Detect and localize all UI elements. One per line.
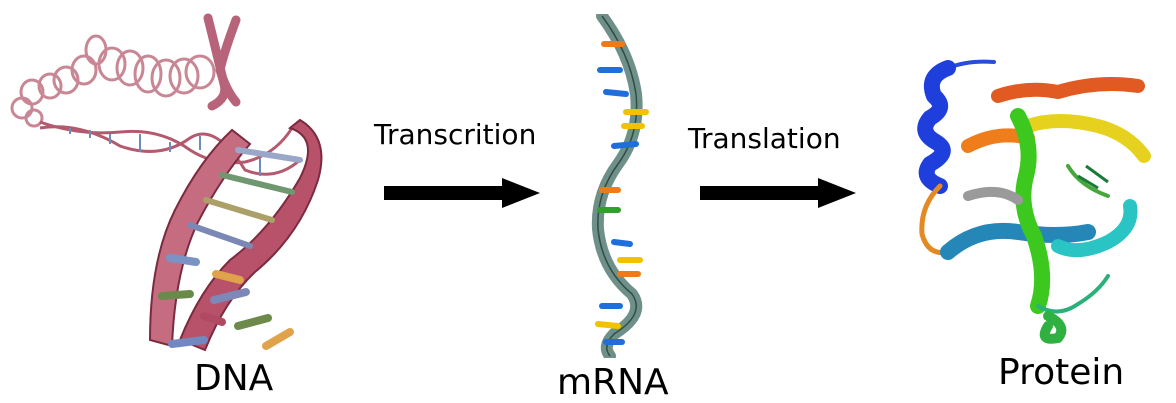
dna-double-helix-icon [10, 13, 323, 352]
mrna-strand-icon [591, 14, 649, 358]
mrna-label: mRNA [557, 362, 669, 403]
translation-label: Translation [688, 122, 841, 155]
protein-label: Protein [998, 352, 1125, 393]
right-arrow-icon [700, 178, 856, 208]
transcription-label: Transcrition [374, 118, 537, 151]
dna-label: DNA [194, 358, 274, 399]
protein-ribbon-icon [917, 59, 1151, 344]
right-arrow-icon [384, 178, 540, 208]
